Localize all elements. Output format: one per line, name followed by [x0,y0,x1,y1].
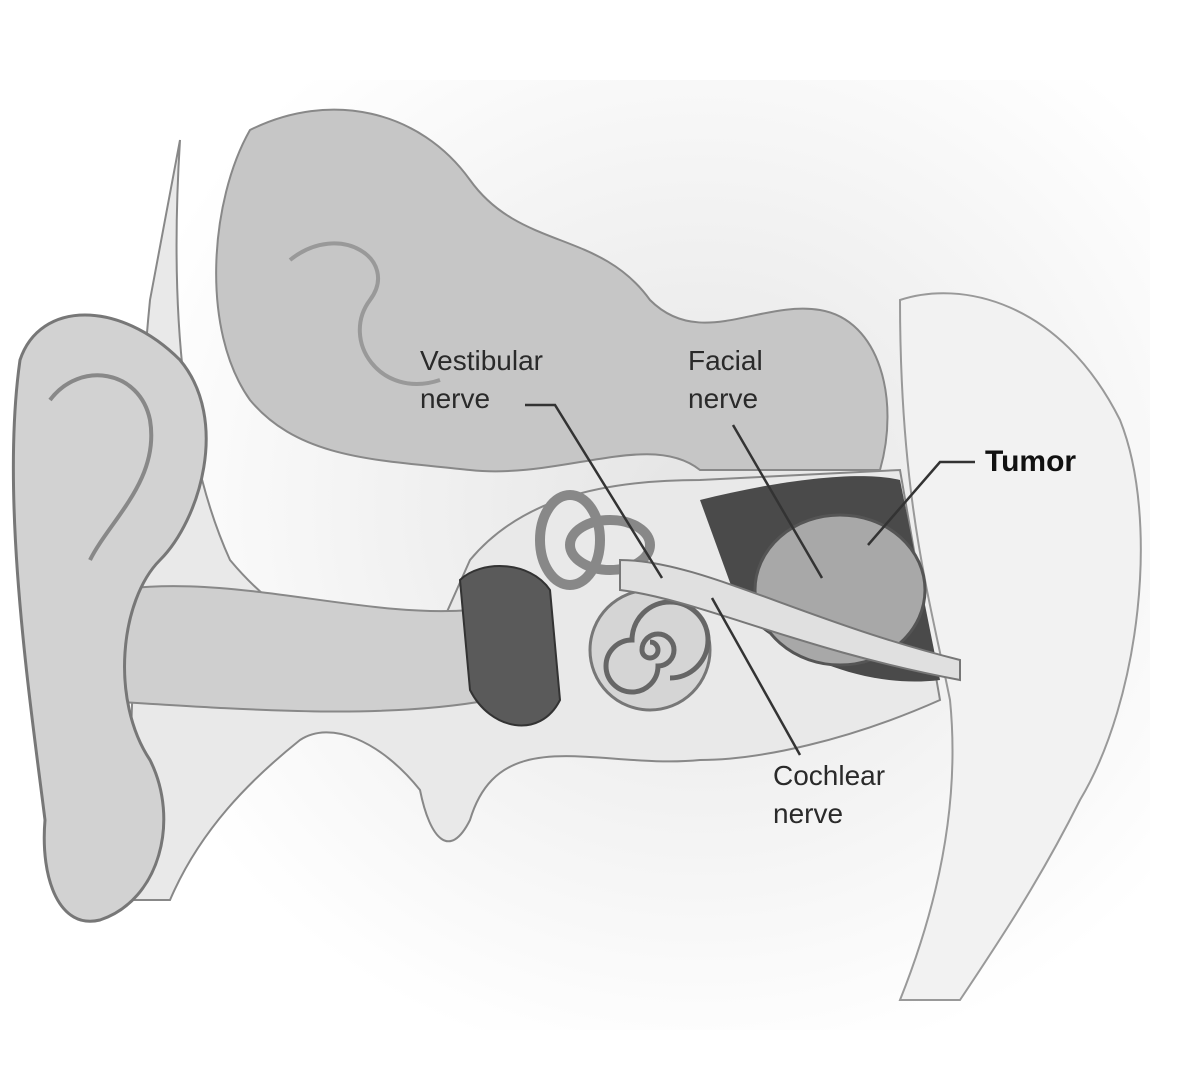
brain-tissue [215,108,889,473]
cochlea [588,588,712,712]
leader-lines [525,403,975,756]
ear-fold [48,373,154,561]
vestibular-leader [525,403,664,579]
vestibular-nerve-label: Vestibular nerve [420,342,543,418]
label-line: Cochlear [773,760,886,791]
label-line: nerve [688,383,759,414]
outer-ear [11,313,208,923]
cochlear-leader [710,597,802,756]
tumor-label: Tumor [985,445,1077,478]
semicircular-canals [535,490,655,590]
facial-nerve-label: Facial nerve [688,342,763,418]
label-line: Vestibular [420,345,543,376]
label-line: nerve [773,798,844,829]
brain-fold [288,241,441,386]
facial-leader [731,424,824,579]
tumor-leader [867,460,975,546]
brainstem [898,292,1142,1001]
nerve-bundle [619,558,961,682]
cochlear-nerve-label: Cochlear nerve [773,757,885,833]
label-line: nerve [420,383,491,414]
label-line: Facial [688,345,763,376]
middle-ear-cavity [458,565,562,727]
